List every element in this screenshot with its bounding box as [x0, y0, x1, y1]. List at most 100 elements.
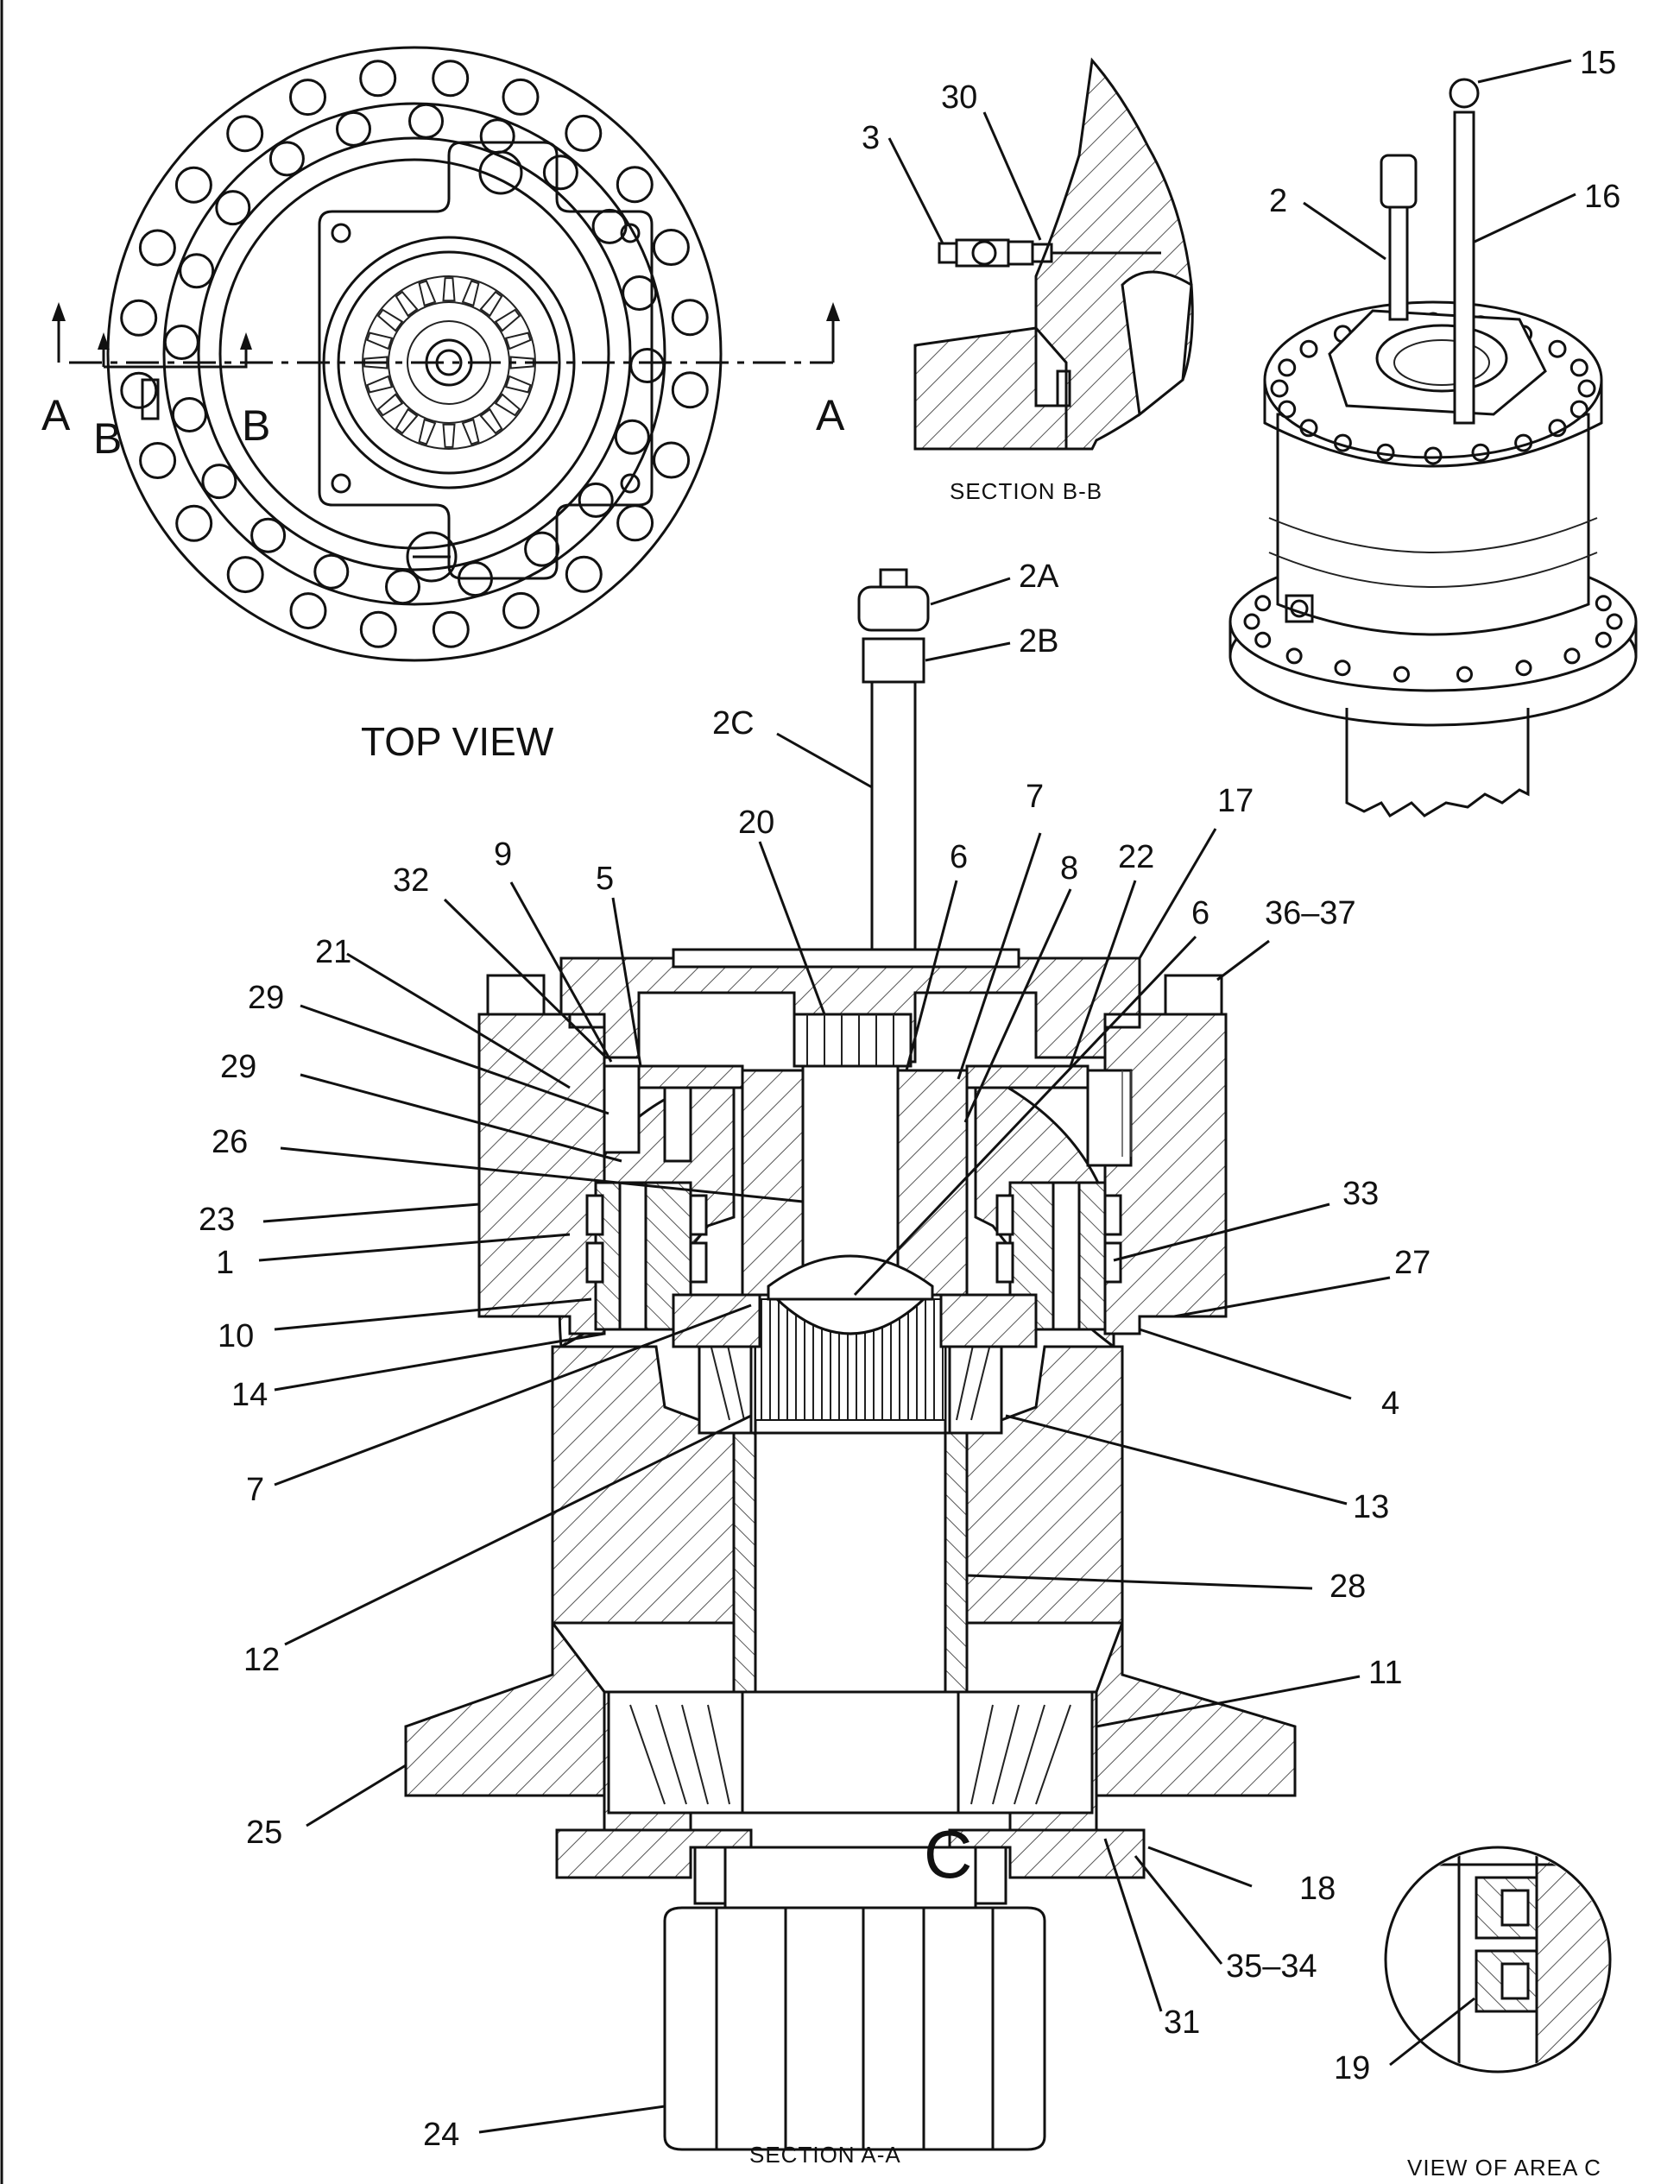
callout-12: 12: [243, 1642, 280, 1678]
leader-17: [1138, 828, 1217, 959]
iso-cap-bolt: [1333, 433, 1352, 452]
leader-20: [758, 841, 826, 1015]
iso-cap-bolt: [1569, 358, 1588, 377]
outer-bolt-hole: [175, 504, 213, 542]
iso-flange-hole: [1563, 647, 1581, 665]
gear-tooth: [395, 407, 419, 435]
iso-flange-hole: [1285, 647, 1303, 665]
gear-tooth: [363, 356, 388, 369]
iso-cap-bolt: [1514, 433, 1533, 452]
iso-cap-bolt: [1299, 339, 1318, 358]
gear-tooth: [418, 280, 437, 307]
detail-circle: [1384, 1846, 1612, 2074]
needle-right-1: [995, 1194, 1014, 1236]
inner-bolt-hole: [385, 569, 420, 605]
leader-31: [1103, 1838, 1163, 2012]
callout-32: 32: [393, 862, 429, 899]
callout-21: 21: [315, 934, 351, 970]
lower-bearing-left: [607, 1690, 744, 1815]
leader-29-a: [300, 1004, 609, 1115]
view-c-title: VIEW OF AREA C: [1407, 2155, 1601, 2181]
callout-9: 9: [494, 836, 512, 873]
outer-bolt-hole: [120, 371, 158, 409]
inner-bolt-hole: [215, 190, 251, 226]
callout-2: 2: [1269, 183, 1287, 219]
callout-labels: 15 30 3 2 16 2A 2B 2C 20 5 7 17 6 8 22 6…: [199, 45, 1620, 2153]
carrier-lower-right: [939, 1293, 1038, 1348]
retainer-right: [948, 1828, 1146, 1879]
seal-right: [974, 1846, 1007, 1905]
callout-24: 24: [423, 2117, 459, 2153]
gear-tooth: [376, 393, 404, 417]
ring-gear-housing-right: [1103, 1013, 1228, 1335]
iso-flange-hole: [1606, 613, 1623, 630]
view-of-area-c: VIEW OF AREA C: [1384, 1846, 1612, 2181]
leader-26: [280, 1146, 804, 1203]
shaft-collar: [723, 1846, 977, 1909]
input-shaft-2c: [870, 680, 917, 951]
needle-right-4: [1103, 1241, 1122, 1284]
needle-left-2: [585, 1241, 604, 1284]
needle-left-3: [689, 1194, 708, 1236]
callout-18: 18: [1299, 1871, 1336, 1907]
iso-housing-band2: [1268, 552, 1598, 588]
outer-bolt-hole: [616, 504, 654, 542]
top-cover-rim: [672, 948, 1020, 969]
iso-cap-bolt: [1424, 446, 1443, 465]
iso-flange-hole: [1243, 613, 1260, 630]
callout-28: 28: [1329, 1569, 1366, 1605]
gear-tooth: [442, 277, 456, 302]
leader-2a: [930, 577, 1011, 606]
section-b-b-title: SECTION B-B: [950, 478, 1102, 504]
callout-33: 33: [1342, 1176, 1379, 1212]
leader-1: [258, 1233, 571, 1262]
detail-lip-upper: [1500, 1889, 1530, 1927]
iso-motor-bore: [1375, 324, 1508, 393]
plate-bolt: [331, 473, 351, 494]
outer-bolt-hole: [120, 299, 158, 337]
outer-bolt-hole: [432, 60, 470, 98]
leader-9: [509, 881, 613, 1063]
sun-gear-teeth: [363, 277, 534, 448]
thrust-button: [767, 1254, 934, 1301]
inner-bolt-hole: [622, 275, 658, 311]
iso-lift-rod: [1453, 110, 1475, 425]
iso-spline: [1393, 339, 1490, 386]
leader-10: [274, 1297, 592, 1331]
output-shaft-lower: [741, 1690, 960, 1815]
callout-26: 26: [212, 1124, 248, 1160]
cap-bolt-left: [486, 974, 546, 1016]
arrowhead-b-left: [98, 332, 110, 350]
section-letter-a-right: A: [816, 391, 845, 439]
gear-tooth: [494, 393, 521, 417]
gear-tooth: [442, 423, 456, 448]
gear-tooth: [461, 280, 480, 307]
gear-tooth: [509, 356, 534, 369]
section-a-a: C SECTION A-A: [404, 568, 1297, 2168]
outer-bolt-hole: [226, 556, 264, 594]
leader-23: [262, 1202, 480, 1223]
gear-tooth: [504, 375, 532, 394]
iso-cap-bolt: [1299, 419, 1318, 438]
carrier-right-inner: [896, 1069, 969, 1297]
inner-bolt-hole: [171, 397, 207, 432]
sleeve-2b: [862, 637, 925, 684]
callout-13: 13: [1353, 1489, 1389, 1525]
iso-housing-band: [1268, 517, 1598, 553]
callout-22: 22: [1118, 839, 1154, 875]
outer-bolt-hole: [226, 115, 264, 153]
shaft-sleeve-right: [944, 1431, 969, 1694]
upper-bearing-right-rollers: [956, 1333, 994, 1421]
outer-bolt-hole: [616, 166, 654, 204]
arrowhead-a-right: [826, 302, 840, 321]
mount-flange-left-b: [404, 1619, 606, 1797]
iso-fitting-port: [1290, 599, 1309, 618]
cap-2a: [857, 585, 930, 632]
outer-bolt-hole: [502, 78, 540, 116]
plate-left: [637, 1064, 744, 1089]
iso-eyebolt: [1449, 78, 1480, 109]
inner-bolt-hole: [479, 118, 515, 155]
sun-gear-20: [793, 1013, 913, 1068]
iso-cap-bolt: [1270, 379, 1289, 398]
gear-tooth: [376, 308, 404, 332]
